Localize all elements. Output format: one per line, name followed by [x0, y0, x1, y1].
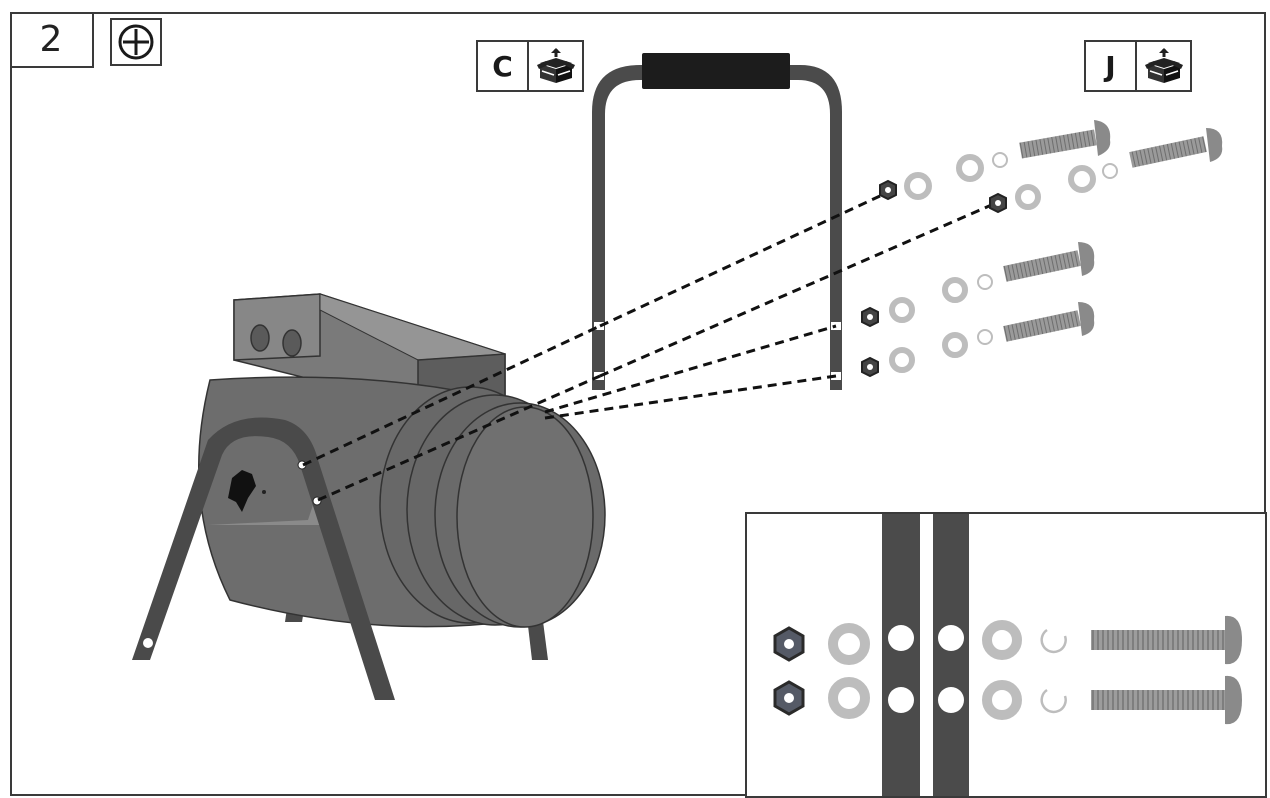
detail-inset-illustration	[773, 514, 1242, 796]
handle-tube-detail	[882, 514, 920, 796]
lock-washer-icon	[977, 274, 993, 290]
hardware-set-4	[861, 302, 1095, 378]
control-knob-icon	[228, 470, 256, 512]
inset-hardware-row-1	[773, 615, 1242, 665]
hardware-set-2	[989, 128, 1223, 214]
washer-icon	[904, 172, 932, 200]
hardware-set-1	[879, 120, 1111, 201]
washer-icon	[982, 680, 1022, 720]
part-letter: C	[478, 42, 530, 90]
plus-circle-icon	[118, 24, 154, 60]
handle-part-c	[592, 53, 842, 390]
step-number: 2	[10, 12, 94, 68]
lock-washer-icon	[1040, 688, 1067, 714]
lock-washer-icon	[1102, 163, 1118, 179]
indicator-light-icon	[282, 329, 302, 357]
washer-icon	[956, 154, 984, 182]
bolt-icon	[1019, 129, 1097, 159]
part-j-label: J	[1084, 40, 1192, 92]
bolt-icon	[1003, 250, 1081, 282]
heater-front-grille	[456, 406, 594, 628]
washer-icon	[828, 623, 870, 665]
heater-body	[198, 376, 606, 628]
washer-icon	[942, 277, 968, 303]
step-number-label: 2	[39, 18, 63, 60]
inset-hardware-row-2	[773, 675, 1242, 725]
washer-icon	[942, 332, 968, 358]
bolt-icon	[1129, 136, 1207, 168]
bolt-icon	[1091, 630, 1225, 650]
package-icon	[1144, 48, 1183, 83]
hardware-set-3	[861, 242, 1095, 328]
diagram-frame	[10, 12, 1266, 796]
package-icon	[536, 48, 575, 83]
add-icon-box	[110, 18, 162, 66]
washer-icon	[889, 297, 915, 323]
stand-front-leg	[132, 417, 395, 700]
lock-washer-icon	[977, 329, 993, 345]
stand-tube-detail	[933, 514, 969, 796]
washer-icon	[828, 677, 870, 719]
detail-inset	[745, 512, 1267, 798]
part-letter: J	[1086, 42, 1138, 90]
washer-icon	[982, 620, 1022, 660]
washer-icon	[889, 347, 915, 373]
bolt-icon	[1003, 310, 1081, 342]
bolt-icon	[1091, 690, 1225, 710]
lock-washer-icon	[992, 152, 1008, 168]
part-c-label: C	[476, 40, 584, 92]
indicator-light-icon	[250, 324, 270, 352]
lock-washer-icon	[1040, 628, 1067, 654]
washer-icon	[1068, 165, 1096, 193]
alignment-lines	[302, 194, 997, 502]
washer-icon	[1015, 184, 1041, 210]
handle-grip	[642, 53, 790, 89]
